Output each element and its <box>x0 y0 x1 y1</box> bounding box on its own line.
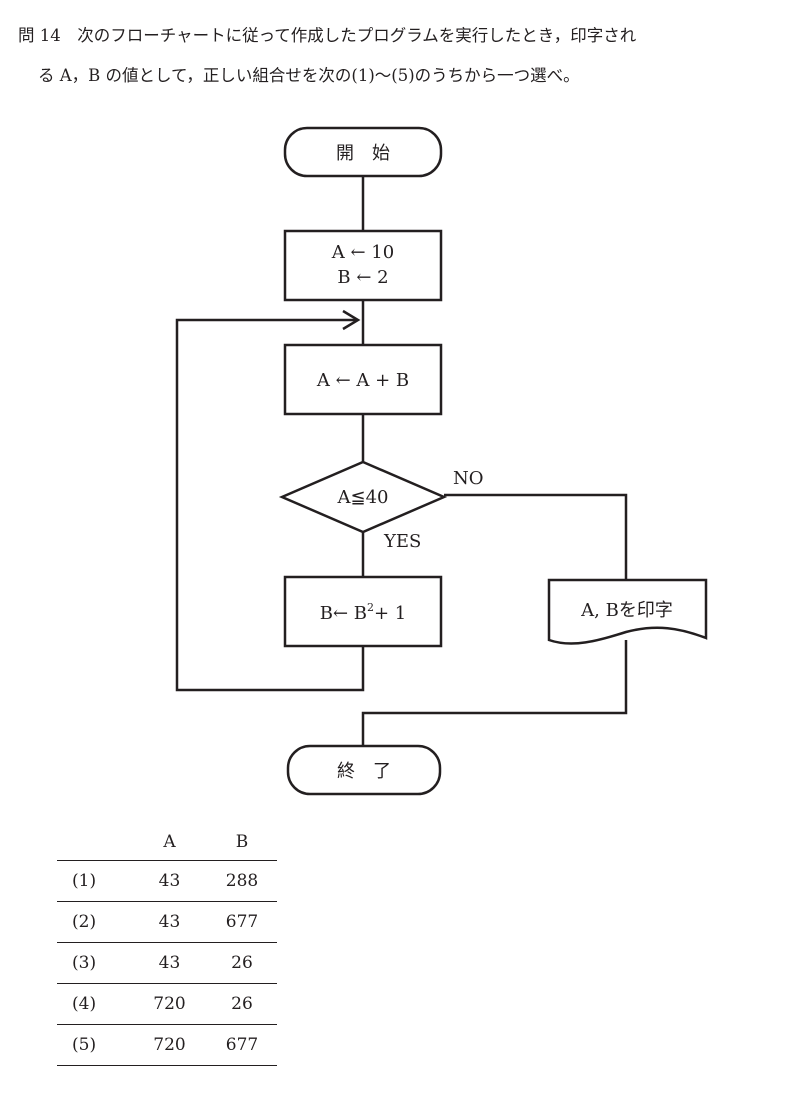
choice-a-value: 720 <box>132 1024 207 1066</box>
choices-table: A B (1) 43 288 (2) 43 677 (3) 43 26 (4) … <box>57 824 277 1066</box>
condition-diamond-shape <box>278 460 448 534</box>
choice-b-value: 26 <box>207 942 277 984</box>
question-text: 問 14 次のフローチャートに従って作成したプログラムを実行したとき，印字され … <box>18 20 778 92</box>
choice-label: (3) <box>57 942 132 984</box>
no-label: NO <box>453 468 484 489</box>
init-process: A ← 10 B ← 2 <box>283 229 443 302</box>
choice-a-value: 43 <box>132 860 207 902</box>
flow-connectors <box>175 176 628 746</box>
header-b: B <box>207 824 277 861</box>
update-b-exponent: 2 <box>367 601 374 614</box>
start-label: 開 始 <box>336 143 390 164</box>
end-terminal: 終 了 <box>286 744 442 796</box>
init-process-shape <box>283 229 443 302</box>
choice-label: (1) <box>57 860 132 902</box>
choice-b-value: 677 <box>207 901 277 943</box>
choice-row: (1) 43 288 <box>57 860 277 902</box>
choice-a-value: 720 <box>132 983 207 1025</box>
loop-arrowhead <box>342 309 361 331</box>
end-terminal-shape <box>286 744 442 796</box>
update-a-label: A ← A + B <box>316 370 409 391</box>
print-document-shape <box>547 578 708 645</box>
flowchart: 開 始 A ← 10 B ← 2 A ← A + B A≦40 NO YES B… <box>175 126 708 796</box>
header-empty <box>57 824 132 861</box>
choices-header-row: A B <box>57 824 277 861</box>
choice-a-value: 43 <box>132 901 207 943</box>
choice-label: (5) <box>57 1024 132 1066</box>
choice-a-value: 43 <box>132 942 207 984</box>
update-b-label: B← B2+ 1 <box>320 601 407 624</box>
connector-print-end <box>361 640 628 746</box>
start-terminal-shape <box>283 126 443 178</box>
condition-label: A≦40 <box>337 487 389 508</box>
header-a: A <box>132 824 207 861</box>
choice-label: (4) <box>57 983 132 1025</box>
update-b-tail: + 1 <box>374 603 406 624</box>
yes-label: YES <box>383 531 421 552</box>
condition-decision: A≦40 NO YES <box>278 460 484 552</box>
choice-b-value: 26 <box>207 983 277 1025</box>
connector-no-branch <box>444 493 628 580</box>
choice-label: (2) <box>57 901 132 943</box>
update-b-process-shape <box>283 575 443 648</box>
print-output: A, Bを印字 <box>547 578 708 645</box>
end-label: 終 了 <box>337 761 391 782</box>
question-line-1: 問 14 次のフローチャートに従って作成したプログラムを実行したとき，印字され <box>18 26 637 45</box>
loop-back-line <box>175 318 365 692</box>
update-b-base: B← B <box>320 603 367 624</box>
choice-b-value: 288 <box>207 860 277 902</box>
update-a-process-shape <box>283 343 443 416</box>
init-a-label: A ← 10 <box>331 242 394 263</box>
print-label: A, Bを印字 <box>580 600 673 621</box>
start-terminal: 開 始 <box>283 126 443 178</box>
choice-row: (5) 720 677 <box>57 1024 277 1066</box>
update-a-process: A ← A + B <box>283 343 443 416</box>
question-line-2: る A，B の値として，正しい組合せを次の(1)〜(5)のうちから一つ選べ。 <box>38 66 580 85</box>
choice-row: (3) 43 26 <box>57 942 277 984</box>
update-b-process: B← B2+ 1 <box>283 575 443 648</box>
choice-b-value: 677 <box>207 1024 277 1066</box>
choice-row: (4) 720 26 <box>57 983 277 1025</box>
init-b-label: B ← 2 <box>337 267 388 288</box>
choice-row: (2) 43 677 <box>57 901 277 943</box>
